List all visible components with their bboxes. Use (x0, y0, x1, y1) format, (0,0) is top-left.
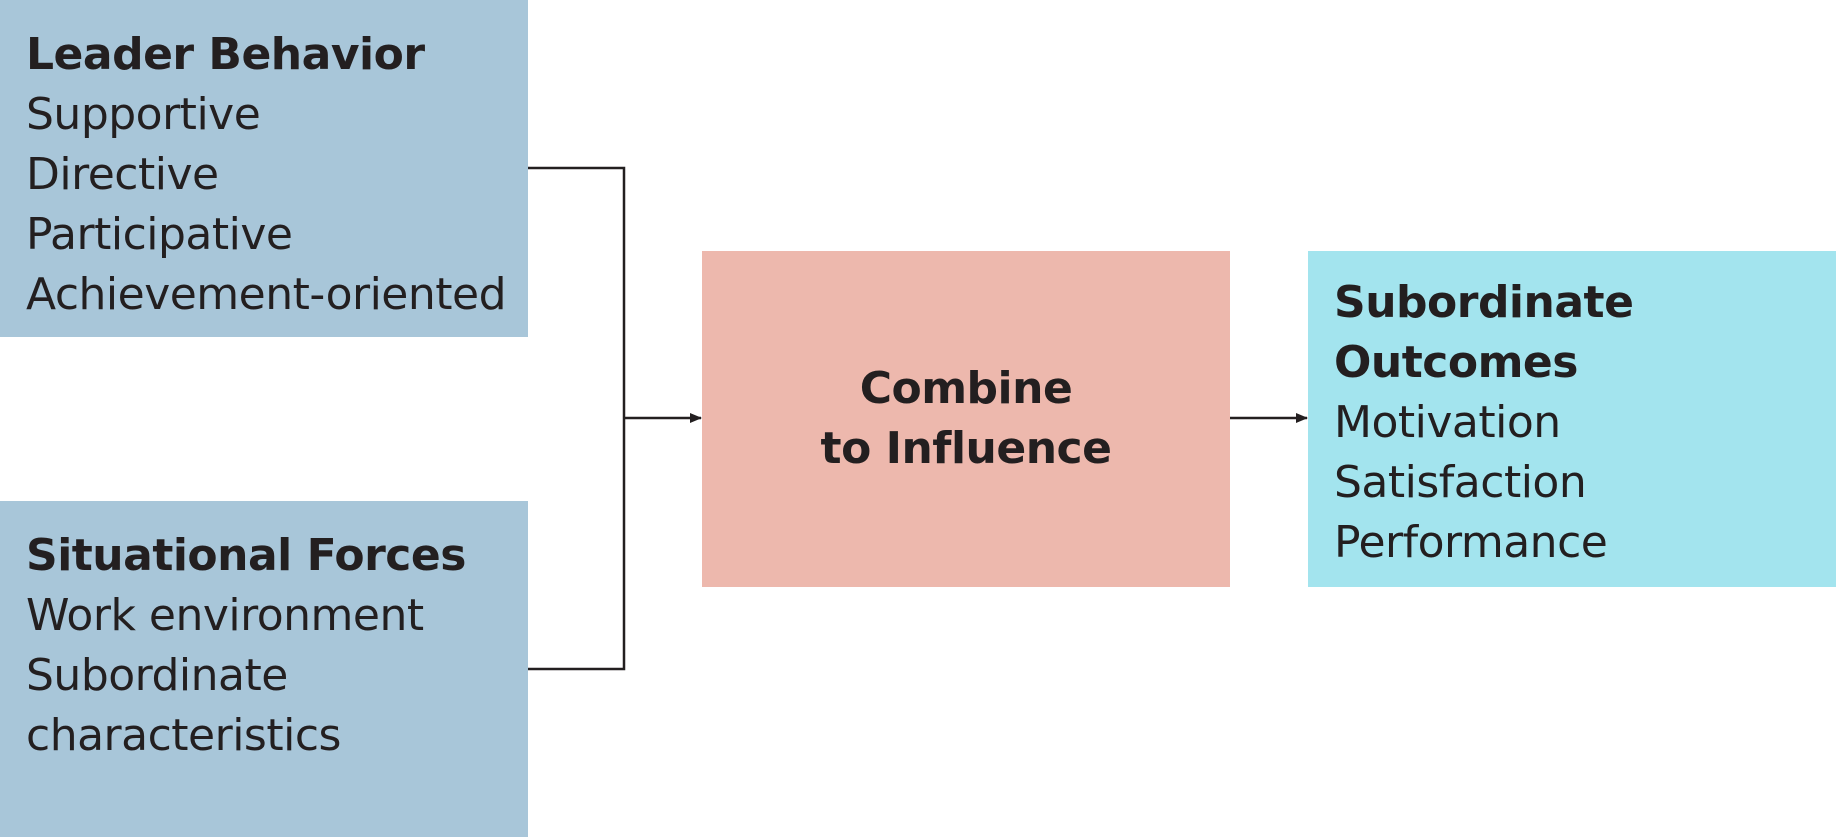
combine-label-line: to Influence (820, 423, 1112, 474)
combine-to-influence-box: Combine to Influence (702, 251, 1230, 587)
subordinate-outcomes-title: Subordinate (1334, 277, 1634, 328)
situational-forces-item: characteristics (26, 710, 341, 761)
situational-connector-line (528, 418, 626, 671)
leader-behavior-item: Achievement-oriented (26, 269, 507, 320)
leader-behavior-box: Leader Behavior Supportive Directive Par… (0, 0, 528, 337)
leader-connector-line (528, 166, 626, 418)
combine-label-line: Combine (859, 363, 1073, 414)
situational-forces-title: Situational Forces (26, 530, 466, 581)
situational-forces-box: Situational Forces Work environment Subo… (0, 501, 528, 837)
leader-behavior-title: Leader Behavior (26, 29, 425, 80)
situational-forces-item: Work environment (26, 590, 424, 641)
situational-forces-item: Subordinate (26, 650, 288, 701)
subordinate-outcomes-box: Subordinate Outcomes Motivation Satisfac… (1308, 251, 1836, 587)
subordinate-outcomes-item: Performance (1334, 517, 1608, 568)
subordinate-outcomes-item: Satisfaction (1334, 457, 1587, 508)
leader-behavior-item: Supportive (26, 89, 261, 140)
leader-behavior-item: Directive (26, 149, 219, 200)
leader-behavior-item: Participative (26, 209, 293, 260)
subordinate-outcomes-title: Outcomes (1334, 337, 1578, 388)
subordinate-outcomes-item: Motivation (1334, 397, 1561, 448)
